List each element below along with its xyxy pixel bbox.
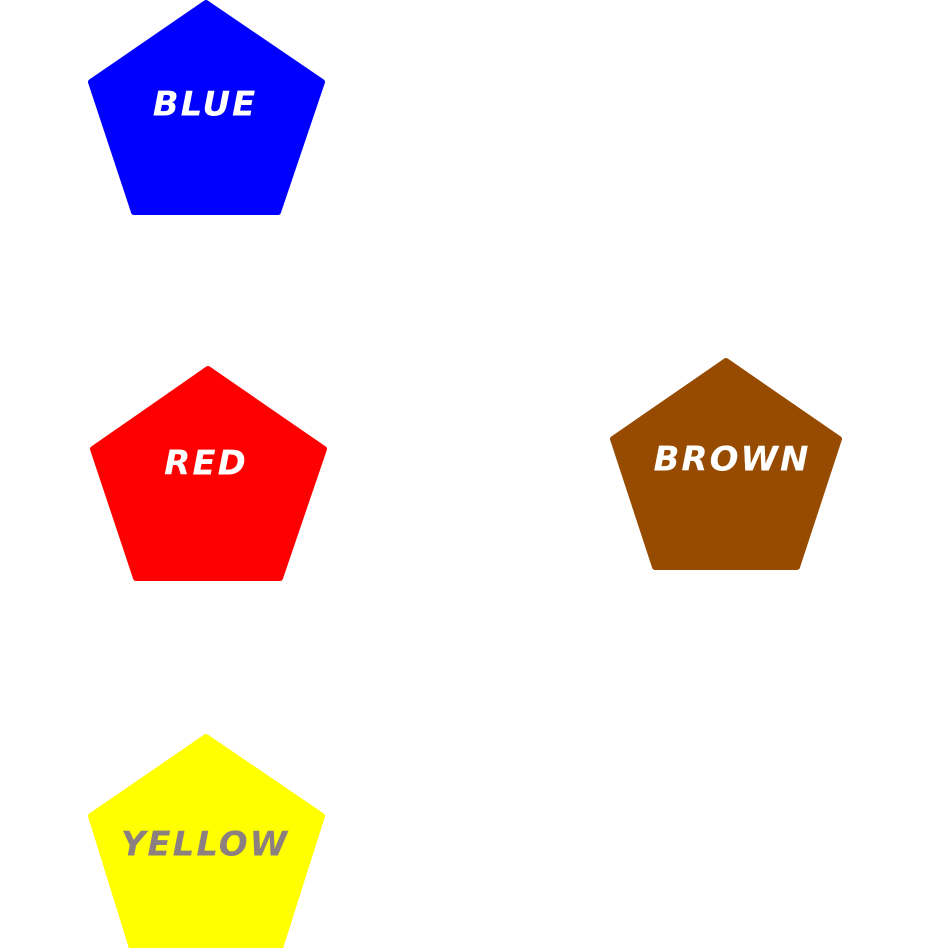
pentagon-blue: BLUE xyxy=(88,0,325,215)
pentagon-red-label: RED xyxy=(164,444,248,484)
pentagon-red: RED xyxy=(90,366,327,581)
pentagon-blue-label: BLUE xyxy=(153,85,258,125)
pentagon-yellow-shape xyxy=(88,734,325,948)
pentagon-brown-label: BROWN xyxy=(654,440,811,480)
pentagon-yellow-label: YELLOW xyxy=(121,825,289,865)
pentagon-brown-shape xyxy=(610,358,842,570)
pentagon-blue-shape xyxy=(88,0,325,215)
pentagon-brown: BROWN xyxy=(610,358,842,570)
pentagon-yellow: YELLOW xyxy=(88,734,325,948)
pentagon-red-shape xyxy=(90,366,327,581)
